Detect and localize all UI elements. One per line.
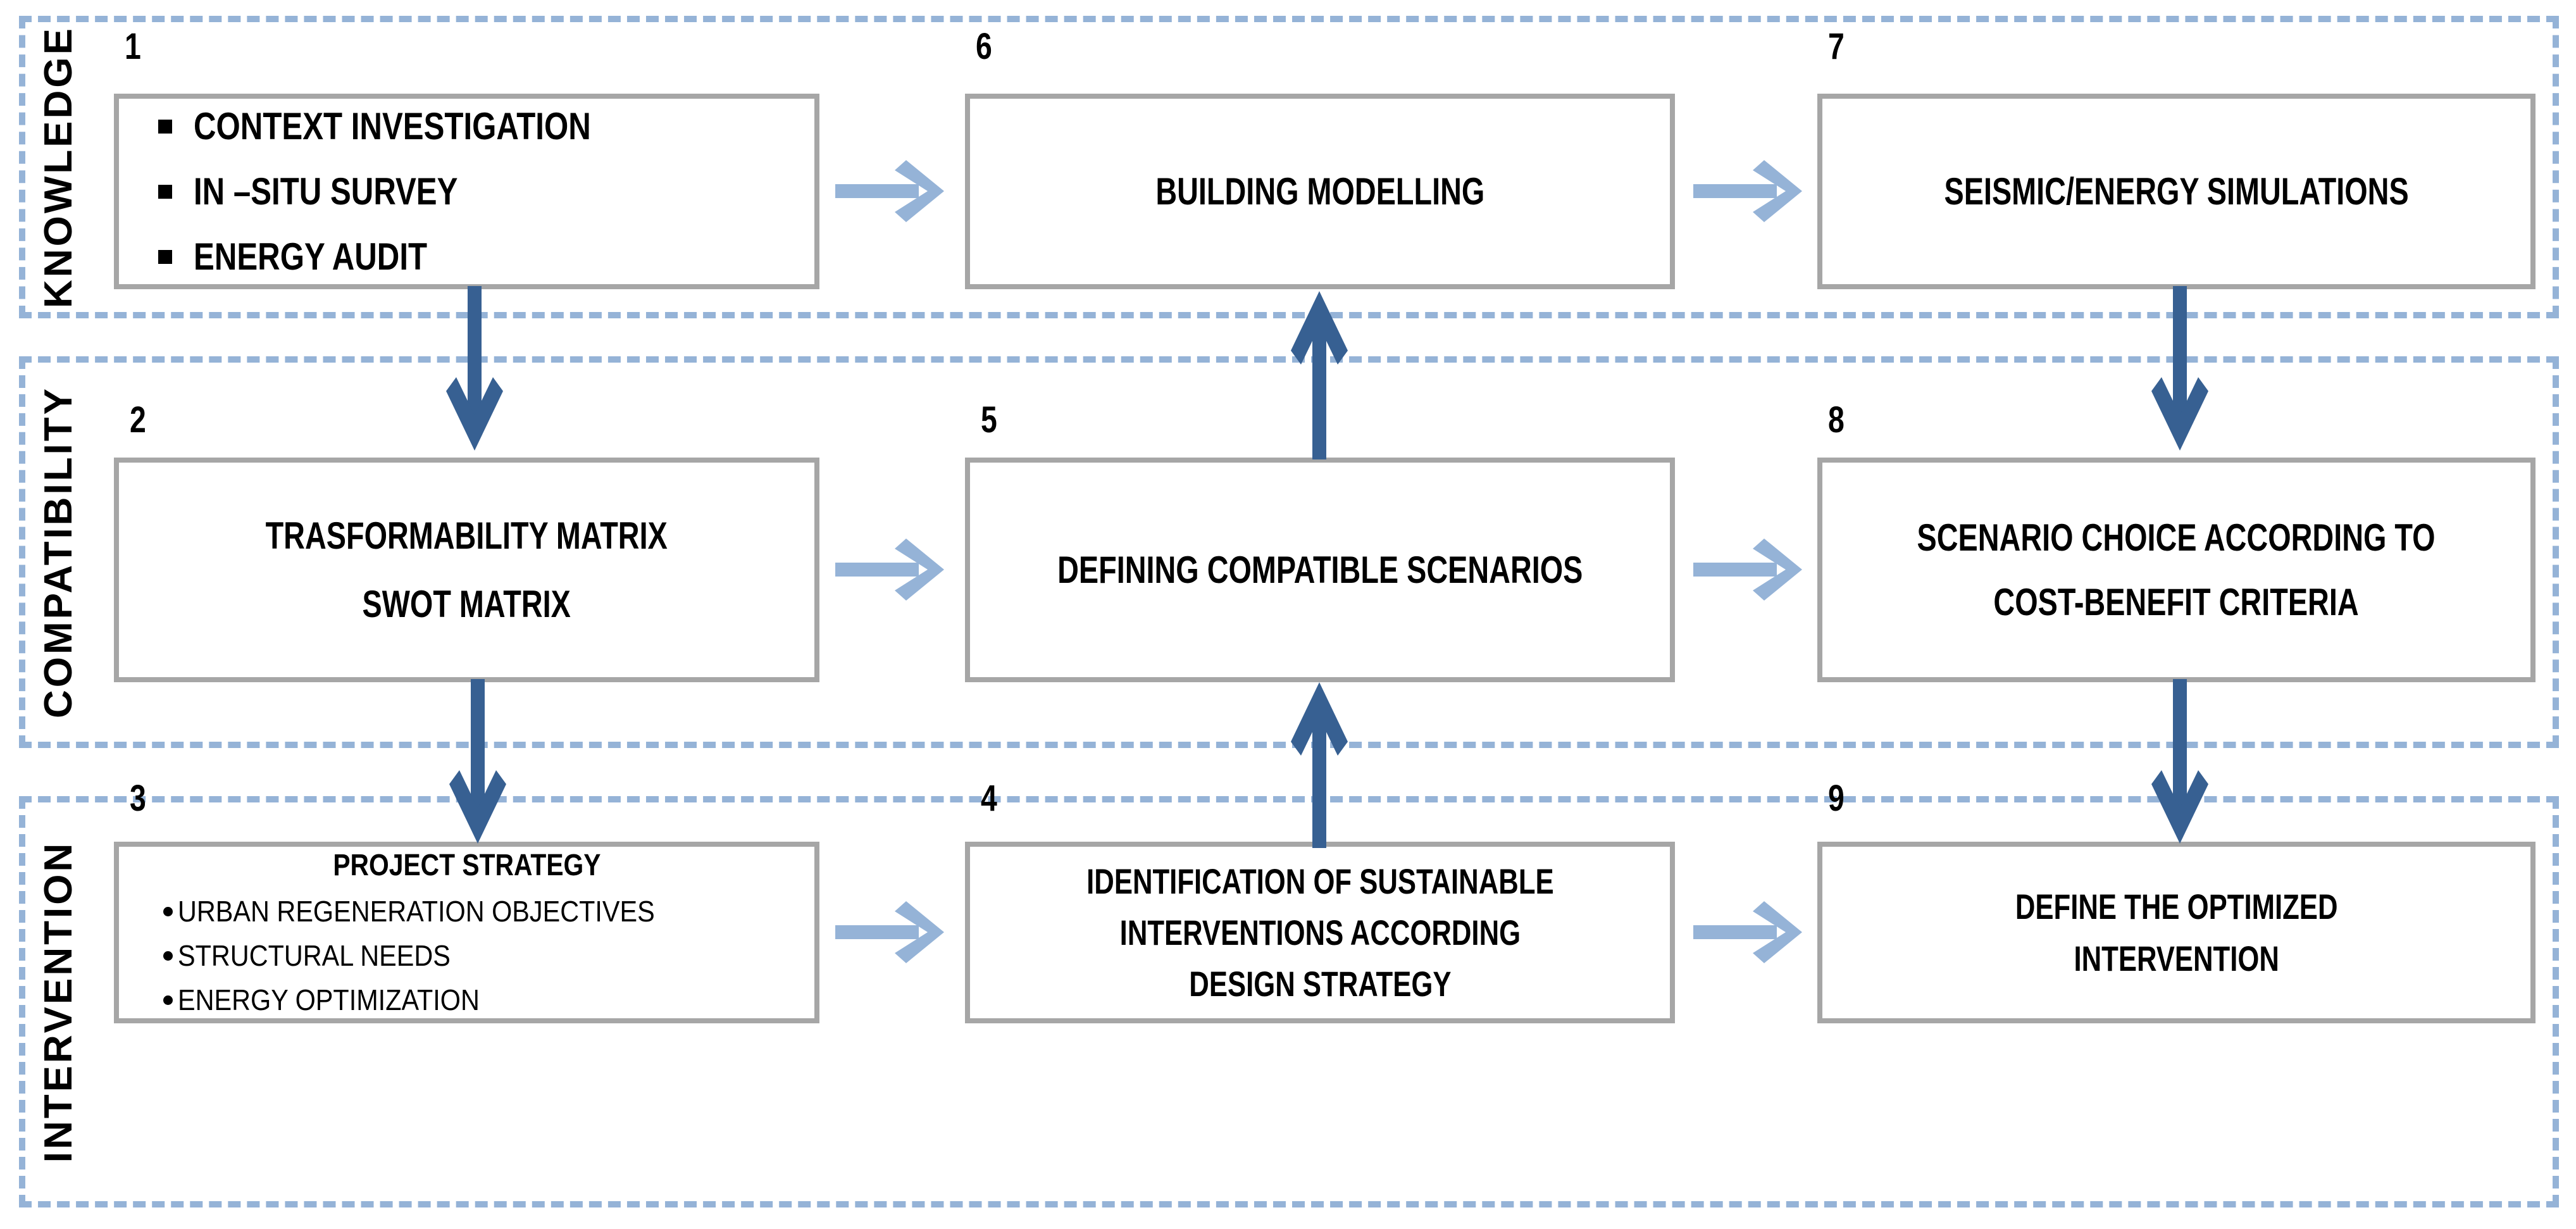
step-number-3: 3	[130, 778, 146, 819]
square-bullet-icon	[158, 249, 172, 264]
step-1-bullet-list: CONTEXT INVESTIGATION IN –SITU SURVEY EN…	[119, 104, 814, 278]
arrow-right-icon	[835, 535, 949, 604]
list-item: CONTEXT INVESTIGATION	[158, 104, 678, 148]
step-box-6: BUILDING MODELLING	[965, 94, 1675, 289]
list-item: ENERGY OPTIMIZATION	[163, 983, 513, 1017]
arrow-up-icon	[1285, 678, 1354, 848]
step-number-5: 5	[981, 399, 997, 440]
band-compatibility	[19, 356, 2559, 748]
bullet-text: STRUCTURAL NEEDS	[178, 939, 451, 972]
arrow-down-icon	[443, 679, 513, 849]
bullet-text: ENERGY AUDIT	[194, 235, 428, 278]
step-box-1: CONTEXT INVESTIGATION IN –SITU SURVEY EN…	[114, 94, 819, 289]
step-number-4: 4	[981, 778, 997, 819]
bullet-text: IN –SITU SURVEY	[194, 170, 458, 213]
band-knowledge	[19, 16, 2559, 318]
step-number-7: 7	[1828, 26, 1845, 67]
step-box-title: PROJECT STRATEGY	[332, 849, 601, 882]
step-box-2: TRASFORMABILITY MATRIX SWOT MATRIX	[114, 458, 819, 682]
arrow-right-icon	[1693, 156, 1807, 226]
list-item: IN –SITU SURVEY	[158, 170, 516, 213]
square-bullet-icon	[158, 184, 172, 199]
step-number-9: 9	[1828, 778, 1845, 819]
bullet-text: ENERGY OPTIMIZATION	[178, 983, 480, 1016]
list-item: STRUCTURAL NEEDS	[163, 939, 481, 973]
step-box-label: DEFINING COMPATIBLE SCENARIOS	[1057, 549, 1583, 591]
step-box-label: TRASFORMABILITY MATRIX SWOT MATRIX	[265, 514, 668, 625]
step-number-2: 2	[130, 399, 146, 440]
list-item: ENERGY AUDIT	[158, 235, 478, 278]
arrow-down-icon	[440, 286, 509, 456]
step-box-3: PROJECT STRATEGY URBAN REGENERATION OBJE…	[114, 842, 819, 1023]
step-box-9: DEFINE THE OPTIMIZED INTERVENTION	[1817, 842, 2536, 1023]
step-box-label: IDENTIFICATION OF SUSTAINABLE INTERVENTI…	[1086, 861, 1554, 1004]
step-box-4: IDENTIFICATION OF SUSTAINABLE INTERVENTI…	[965, 842, 1675, 1023]
band-label-compatibility: COMPATIBILITY	[36, 386, 80, 718]
band-intervention	[19, 796, 2559, 1207]
step-box-label: SEISMIC/ENERGY SIMULATIONS	[1944, 170, 2409, 213]
step-box-5: DEFINING COMPATIBLE SCENARIOS	[965, 458, 1675, 682]
arrow-right-icon	[1693, 535, 1807, 604]
band-label-intervention: INTERVENTION	[36, 840, 80, 1163]
step-box-8: SCENARIO CHOICE ACCORDING TO COST-BENEFI…	[1817, 458, 2536, 682]
step-box-7: SEISMIC/ENERGY SIMULATIONS	[1817, 94, 2536, 289]
bullet-text: URBAN REGENERATION OBJECTIVES	[178, 895, 655, 928]
dot-bullet-icon	[163, 906, 173, 916]
arrow-down-icon	[2145, 286, 2215, 456]
dot-bullet-icon	[163, 951, 173, 961]
step-box-label: BUILDING MODELLING	[1155, 170, 1484, 213]
arrow-right-icon	[835, 156, 949, 226]
step-box-label: DEFINE THE OPTIMIZED INTERVENTION	[2015, 887, 2338, 978]
step-3-bullet-list: URBAN REGENERATION OBJECTIVES STRUCTURAL…	[119, 894, 814, 1017]
step-box-label: SCENARIO CHOICE ACCORDING TO COST-BENEFI…	[1917, 516, 2436, 623]
list-item: URBAN REGENERATION OBJECTIVES	[163, 894, 708, 928]
band-label-knowledge: KNOWLEDGE	[36, 26, 80, 308]
arrow-right-icon	[1693, 897, 1807, 967]
arrow-up-icon	[1285, 286, 1354, 459]
step-number-8: 8	[1828, 399, 1845, 440]
dot-bullet-icon	[163, 995, 173, 1005]
bullet-text: CONTEXT INVESTIGATION	[194, 105, 591, 147]
square-bullet-icon	[158, 119, 172, 134]
step-number-6: 6	[976, 26, 992, 67]
arrow-down-icon	[2145, 679, 2215, 849]
arrow-right-icon	[835, 897, 949, 967]
step-number-1: 1	[125, 26, 141, 67]
